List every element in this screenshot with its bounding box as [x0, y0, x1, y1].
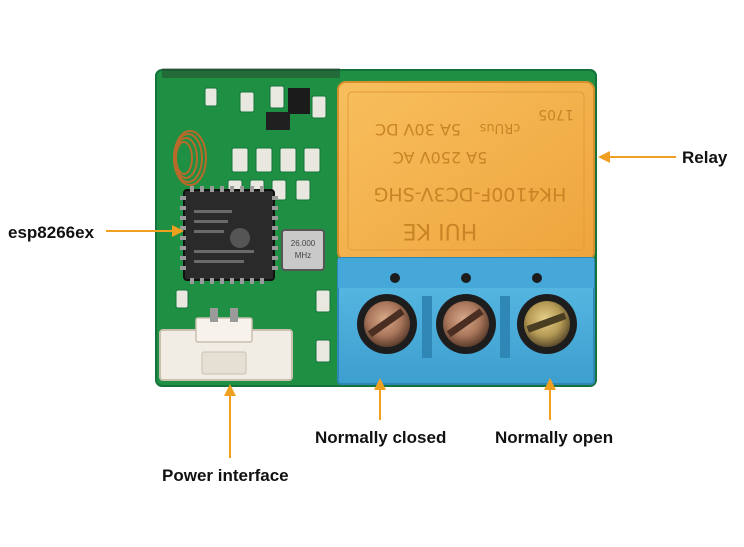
terminal-screw [436, 294, 496, 354]
terminal-screw [517, 294, 577, 354]
terminal-block [337, 257, 595, 385]
arrow-relay [598, 151, 676, 163]
small-ic [266, 112, 290, 130]
relay-marking-dc: 5A 30V DC [375, 120, 461, 139]
terminal-screw [357, 294, 417, 354]
transistor [288, 88, 310, 114]
callout-normally-closed: Normally closed [315, 428, 447, 447]
antenna-coil [173, 130, 207, 186]
relay-marking-cert: cRUus [479, 120, 520, 135]
callout-arrows [106, 151, 676, 458]
relay-marking-code: 1705 [538, 106, 574, 122]
esp8266-chip [180, 186, 278, 284]
crystal-marking-freq: 26.000 [291, 239, 316, 248]
callout-normally-open: Normally open [495, 428, 614, 447]
callout-power-interface: Power interface [162, 466, 289, 485]
relay-marking-brand: HUI KE [403, 218, 477, 243]
power-connector [159, 308, 293, 381]
arrow-normally-closed [374, 378, 386, 420]
espressif-logo-icon [230, 228, 250, 248]
callout-relay: Relay [682, 148, 728, 167]
relay-marking-model: HK4100F-DC3V-SHG [374, 183, 567, 205]
arrow-esp [106, 225, 184, 237]
arrow-power [224, 384, 236, 458]
crystal-marking-unit: MHz [295, 251, 311, 260]
callout-esp8266ex: esp8266ex [8, 223, 95, 242]
relay-marking-ac: 5A 250V AC [393, 148, 488, 167]
relay-component: 1705 cRUus 5A 30V DC 5A 250V AC HK4100F-… [337, 81, 595, 261]
arrow-normally-open [544, 378, 556, 420]
crystal-oscillator: 26.000 MHz [281, 229, 325, 271]
